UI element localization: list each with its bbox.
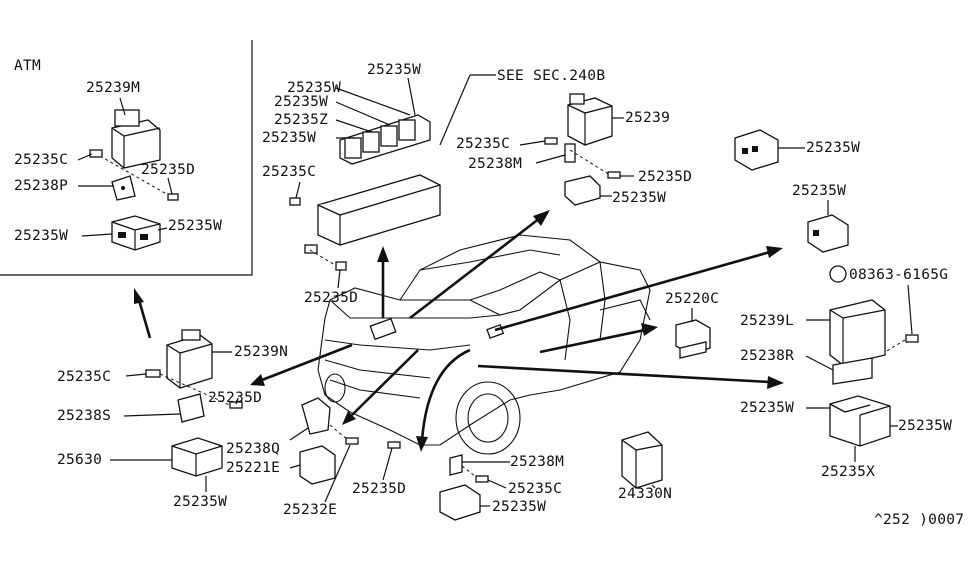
label-25235w-right-a: 25235W: [806, 140, 861, 156]
label-25235w-row2: 25235W: [274, 94, 329, 110]
label-25238r: 25238R: [740, 348, 795, 364]
relay-cluster-25235w-x: [829, 395, 891, 447]
label-25235d-upper: 25235D: [638, 169, 693, 185]
relay-24330n: [621, 431, 663, 489]
atm-inset-frame: [0, 40, 253, 276]
atm-title: ATM: [14, 58, 42, 74]
label-25238m-upper: 25238M: [468, 156, 523, 172]
connector-25235w-a: [734, 129, 779, 171]
label-25235w-row1: 25235W: [287, 80, 342, 96]
label-24330n: 24330N: [618, 486, 673, 502]
label-25239l: 25239L: [740, 313, 795, 329]
label-25235w-right-b: 25235W: [792, 183, 847, 199]
label-25235c-inset: 25235C: [14, 152, 69, 168]
inset-relay-25239m: [111, 109, 161, 169]
label-25235w-right-c: 25235W: [740, 400, 795, 416]
label-25235w-upper: 25235W: [612, 190, 667, 206]
label-25235z: 25235Z: [274, 112, 329, 128]
label-25220c: 25220C: [665, 291, 720, 307]
label-25221e: 25221E: [226, 460, 281, 476]
label-08363-6165g: 08363-6165G: [849, 267, 949, 283]
label-25630: 25630: [57, 452, 103, 468]
diagram-code: ^252 )0007: [874, 512, 965, 528]
leader-lines: [77, 74, 913, 507]
label-25235w-row4: 25235W: [262, 130, 317, 146]
label-25235w-left: 25235W: [173, 494, 228, 510]
label-25235w-right-d: 25235W: [898, 418, 953, 434]
label-25235x: 25235X: [821, 464, 876, 480]
fuse-box-relay-block: [289, 74, 471, 271]
label-25235w-top: 25235W: [367, 62, 422, 78]
inset-relay-pair-25235w: [111, 215, 161, 251]
inset-bracket-25238p: [89, 149, 179, 201]
label-25235c-fusebox: 25235C: [262, 164, 317, 180]
label-25235w-bottom: 25235W: [492, 499, 547, 515]
label-25239m: 25239M: [86, 80, 141, 96]
relay-25239: [544, 93, 621, 206]
label-25235d-inset: 25235D: [141, 162, 196, 178]
label-25238p: 25238P: [14, 178, 69, 194]
label-25238q: 25238Q: [226, 441, 281, 457]
control-unit-25239l: [829, 299, 886, 385]
label-25235w-inset-right: 25235W: [168, 218, 223, 234]
label-25239n: 25239N: [234, 344, 289, 360]
label-25238s: 25238S: [57, 408, 112, 424]
connector-25235w-b: [807, 214, 849, 253]
label-25235c-upper: 25235C: [456, 136, 511, 152]
location-arrows: [134, 210, 784, 452]
relay-25220c: [675, 319, 711, 359]
label-25232e: 25232E: [283, 502, 338, 518]
label-25238m-bottom: 25238M: [510, 454, 565, 470]
relay-25630-pair: [171, 437, 223, 477]
relay-25239n: [145, 329, 243, 423]
label-25235w-inset-left: 25235W: [14, 228, 69, 244]
truck-outline: [317, 234, 651, 455]
see-sec-reference: SEE SEC.240B: [497, 68, 606, 84]
label-25235c-left: 25235C: [57, 369, 112, 385]
label-25235d-fusebox: 25235D: [304, 290, 359, 306]
relay-bottom-25235w: [387, 441, 489, 521]
label-25235c-bottom: 25235C: [508, 481, 563, 497]
label-25235d-left: 25235D: [208, 390, 263, 406]
label-25235d-bottom: 25235D: [352, 481, 407, 497]
label-25239: 25239: [625, 110, 671, 126]
